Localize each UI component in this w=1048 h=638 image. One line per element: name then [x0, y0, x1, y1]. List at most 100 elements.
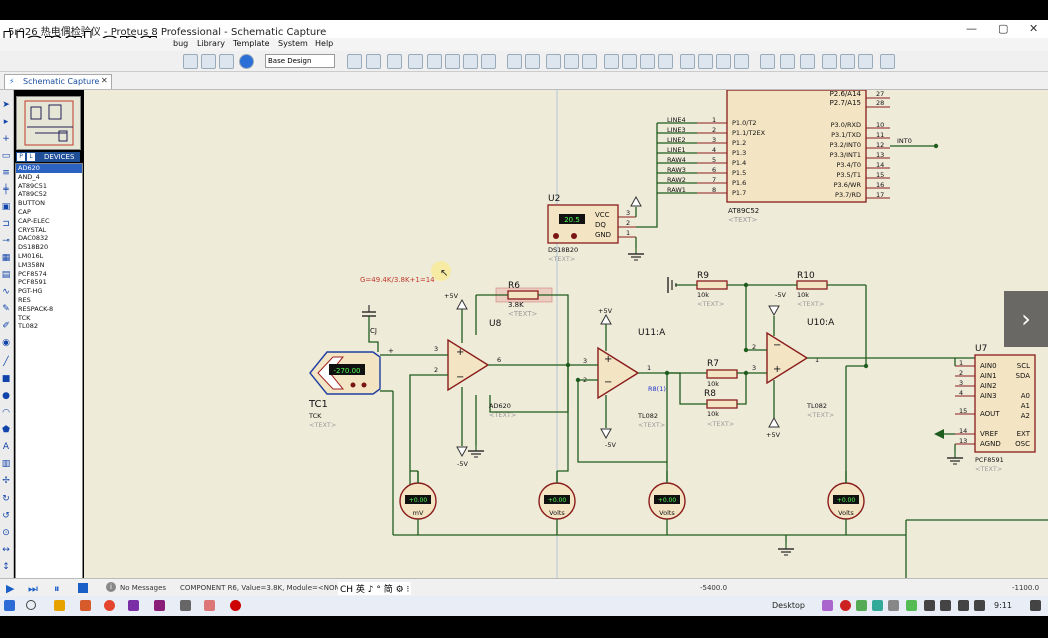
power-terminal[interactable] — [768, 416, 780, 428]
toolbar-icon[interactable] — [183, 54, 198, 69]
pick-device-icon[interactable] — [680, 54, 695, 69]
mirror-y-icon[interactable]: ↕ — [2, 562, 10, 572]
generator-icon[interactable]: ∿ — [2, 287, 10, 297]
path-icon[interactable]: ⬟ — [2, 425, 10, 435]
zoom-all-icon[interactable] — [463, 54, 478, 69]
onenote-icon[interactable] — [128, 600, 139, 611]
device-list-item[interactable]: RESPACK-8 — [18, 304, 54, 313]
device-list-item[interactable]: TCK — [18, 313, 31, 322]
tray-icon[interactable] — [924, 600, 935, 611]
opamp-u11[interactable] — [597, 346, 640, 400]
tray-icon[interactable] — [822, 600, 833, 611]
line-icon[interactable]: ╱ — [3, 357, 9, 367]
menu-help[interactable]: Help — [315, 39, 334, 48]
text-script-icon[interactable]: ≡ — [2, 168, 10, 178]
zoom-area-icon[interactable] — [481, 54, 496, 69]
zoom-in-icon[interactable] — [427, 54, 442, 69]
wire-autorouter-icon[interactable] — [760, 54, 775, 69]
undo-icon[interactable] — [507, 54, 522, 69]
chrome-icon[interactable] — [104, 600, 115, 611]
app-icon[interactable] — [80, 600, 91, 611]
goto-sheet-icon[interactable] — [858, 54, 873, 69]
arc-icon[interactable]: ◠ — [2, 408, 10, 418]
power-terminal[interactable] — [456, 298, 468, 310]
proteus-icon[interactable] — [204, 600, 215, 611]
copy-icon[interactable] — [564, 54, 579, 69]
microphone-icon[interactable] — [940, 600, 951, 611]
wire-label-icon[interactable]: ▭ — [1, 151, 11, 161]
adc-pcf8591[interactable] — [974, 354, 1036, 453]
wire[interactable] — [557, 412, 569, 472]
voltage-probe-icon[interactable]: ✎ — [2, 304, 10, 314]
toolbar-icon[interactable] — [201, 54, 216, 69]
tray-icon[interactable] — [906, 600, 917, 611]
opamp-u10[interactable] — [766, 331, 809, 385]
library-manager-button[interactable]: L — [27, 153, 35, 161]
tray-icon[interactable] — [872, 600, 883, 611]
menu-template[interactable]: Template — [233, 39, 270, 48]
resistor-r7[interactable] — [706, 369, 738, 379]
menu-system[interactable]: System — [278, 39, 308, 48]
delete-sheet-icon[interactable] — [840, 54, 855, 69]
device-list-item[interactable]: CAP — [18, 207, 31, 216]
origin-icon[interactable] — [387, 54, 402, 69]
step-icon[interactable]: ⏭ — [28, 582, 38, 595]
pin-icon[interactable]: ⊸ — [2, 236, 10, 246]
ime-toolbar[interactable]: CH 英 ♪ ° 简 ⚙ ⁝ — [338, 582, 412, 595]
rotate-ccw-icon[interactable]: ↺ — [2, 511, 10, 521]
refresh-icon[interactable] — [347, 54, 362, 69]
help-icon[interactable] — [239, 54, 254, 69]
terminal-icon[interactable]: ⊐ — [2, 219, 10, 229]
redo-icon[interactable] — [525, 54, 540, 69]
pan-icon[interactable] — [408, 54, 423, 69]
device-list-item[interactable]: AT89C52 — [18, 190, 47, 199]
tray-icon[interactable] — [888, 600, 899, 611]
desktop-label[interactable]: Desktop — [772, 601, 805, 610]
packaging-icon[interactable] — [716, 54, 731, 69]
tab-schematic-capture[interactable]: ⚡ Schematic Capture ✕ — [4, 74, 112, 89]
device-list-item[interactable]: AND_4 — [18, 172, 40, 181]
virtual-instrument-icon[interactable]: ◉ — [2, 338, 10, 348]
make-device-icon[interactable] — [698, 54, 713, 69]
overview-window[interactable] — [16, 96, 81, 150]
resistor-r10[interactable] — [796, 280, 828, 290]
tape-icon[interactable]: ▤ — [1, 270, 11, 280]
resistor-r6[interactable] — [507, 290, 539, 300]
design-select[interactable]: Base Design — [265, 54, 335, 68]
next-slide-button[interactable]: › — [1004, 291, 1048, 347]
wire[interactable] — [577, 373, 668, 463]
record-icon[interactable] — [230, 600, 241, 611]
pause-icon[interactable]: ⏸ — [54, 582, 60, 595]
block-rotate-icon[interactable] — [640, 54, 655, 69]
device-list-item[interactable]: RES — [18, 295, 31, 304]
device-list-item[interactable]: PCF8591 — [18, 278, 47, 287]
play-icon[interactable]: ▶ — [6, 582, 15, 595]
tc-button[interactable] — [350, 382, 356, 388]
device-list-item[interactable]: AD620 — [16, 164, 82, 173]
search-icon[interactable] — [26, 600, 36, 610]
wire[interactable] — [368, 316, 379, 352]
app-icon[interactable] — [154, 600, 165, 611]
minimize-button[interactable]: — — [966, 22, 977, 35]
message-count[interactable]: No Messages — [120, 584, 167, 592]
zoom-out-icon[interactable] — [445, 54, 460, 69]
wire[interactable] — [737, 373, 747, 405]
pick-devices-button[interactable]: P — [17, 153, 25, 161]
wire[interactable] — [745, 285, 767, 351]
cut-icon[interactable] — [546, 54, 561, 69]
device-list-item[interactable]: CAP-ELEC — [18, 216, 50, 225]
search-tag-icon[interactable] — [780, 54, 795, 69]
bus-icon[interactable]: ╪ — [3, 185, 9, 195]
resistor-r9[interactable] — [696, 280, 728, 290]
mcu-at89c52[interactable] — [726, 90, 867, 203]
device-list-item[interactable]: DS18B20 — [18, 243, 49, 252]
edit-icon[interactable] — [880, 54, 895, 69]
ds18b20-button[interactable] — [571, 233, 577, 239]
symbol-icon[interactable]: ▥ — [1, 459, 11, 469]
close-window-button[interactable]: ✕ — [1029, 22, 1039, 35]
stop-icon[interactable] — [78, 583, 88, 593]
power-terminal[interactable] — [630, 195, 642, 207]
device-list-item[interactable]: LM358N — [18, 260, 45, 269]
